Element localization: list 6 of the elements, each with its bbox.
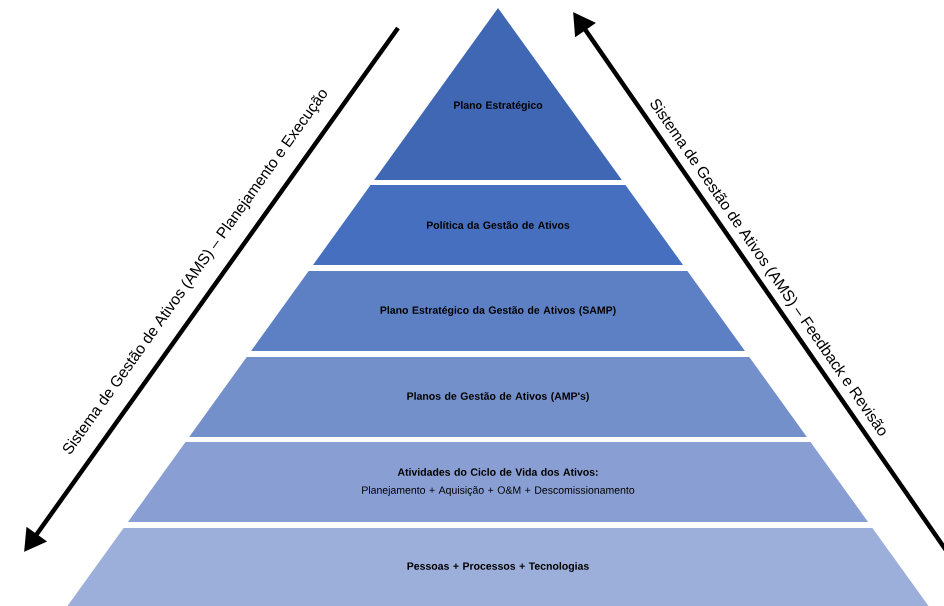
pyramid-level: Política da Gestão de Ativos — [312, 185, 684, 265]
pyramid-level: Plano Estratégico — [374, 8, 622, 180]
pyramid-level: Atividades do Ciclo de Vida dos Ativos: Planejamento + Aquisição + O&M + Descomissionamento — [128, 442, 868, 522]
pyramid-level: Plano Estratégico da Gestão de Ativos (SAMP) — [251, 271, 745, 351]
pyramid-level: Planos de Gestão de Ativos (AMP's) — [189, 357, 807, 437]
pyramid-level: Pessoas + Processos + Tecnologias — [67, 528, 929, 606]
